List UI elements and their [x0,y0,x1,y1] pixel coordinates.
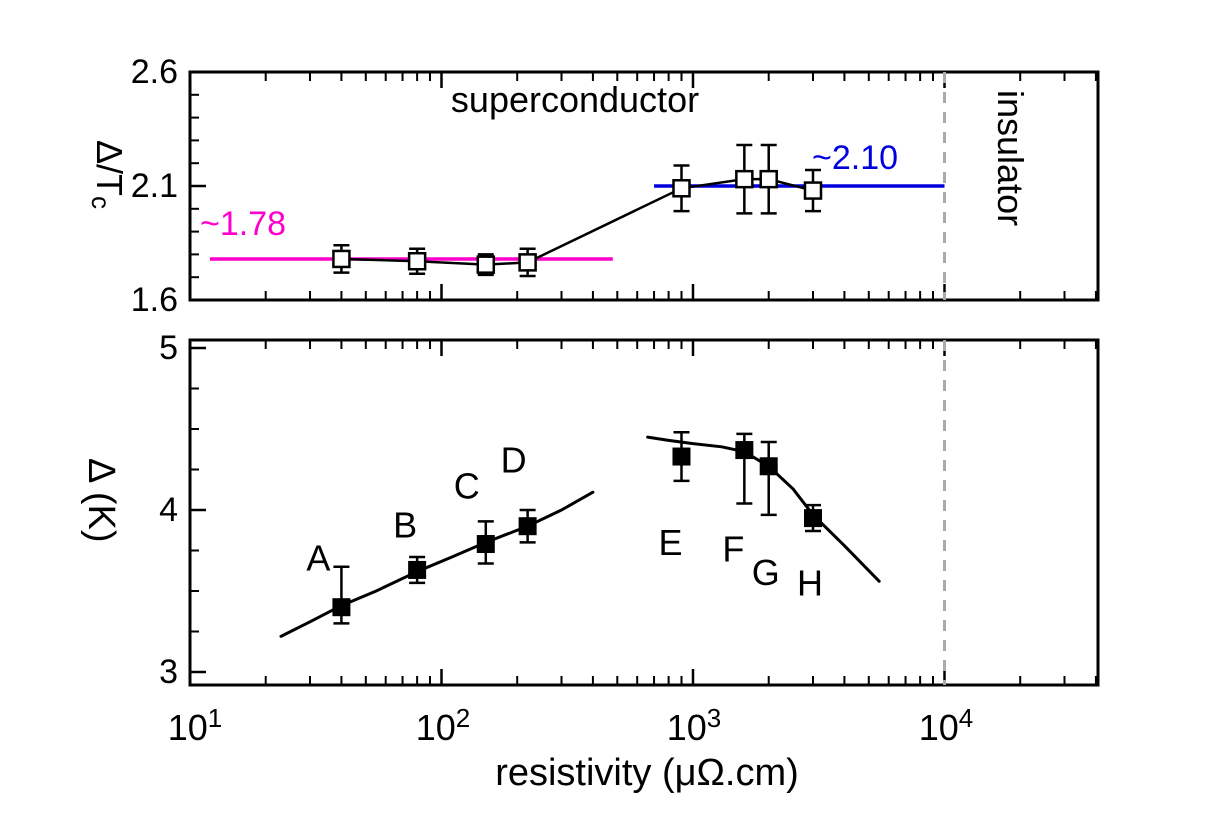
sample-label-C: C [454,466,480,507]
xtick-10e2: 102 [415,703,471,748]
superconductor-region-label: superconductor [450,79,700,120]
sample-label-H: H [797,563,823,604]
ytick-bottom-3: 3 [159,653,178,691]
sample-label-B: B [393,504,417,545]
insulator-region-label: insulator [990,89,1031,227]
ref-line-label-1_78: ~1.78 [200,205,287,243]
ytick-bottom-5: 5 [159,329,178,367]
ytick-top-2_1: 2.1 [130,167,178,205]
sample-label-E: E [658,522,682,563]
sample-label-G: G [752,552,780,593]
ytick-bottom-4: 4 [159,491,178,529]
ytick-top-2_6: 2.6 [130,53,178,91]
y-axis-label-top: Δ/Tc [85,140,131,210]
x-axis-label: resistivity (μΩ.cm) [495,752,799,794]
sample-label-A: A [306,538,330,579]
sample-label-D: D [501,440,527,481]
xtick-10e4: 104 [918,703,974,748]
xtick-10e3: 103 [666,703,722,748]
sample-label-F: F [722,529,744,570]
ref-line-label-2_10: ~2.10 [812,139,899,177]
ytick-top-1_6: 1.6 [130,281,178,319]
y-axis-label-bottom: Δ (K) [80,457,122,543]
xtick-10e1: 101 [167,703,223,748]
